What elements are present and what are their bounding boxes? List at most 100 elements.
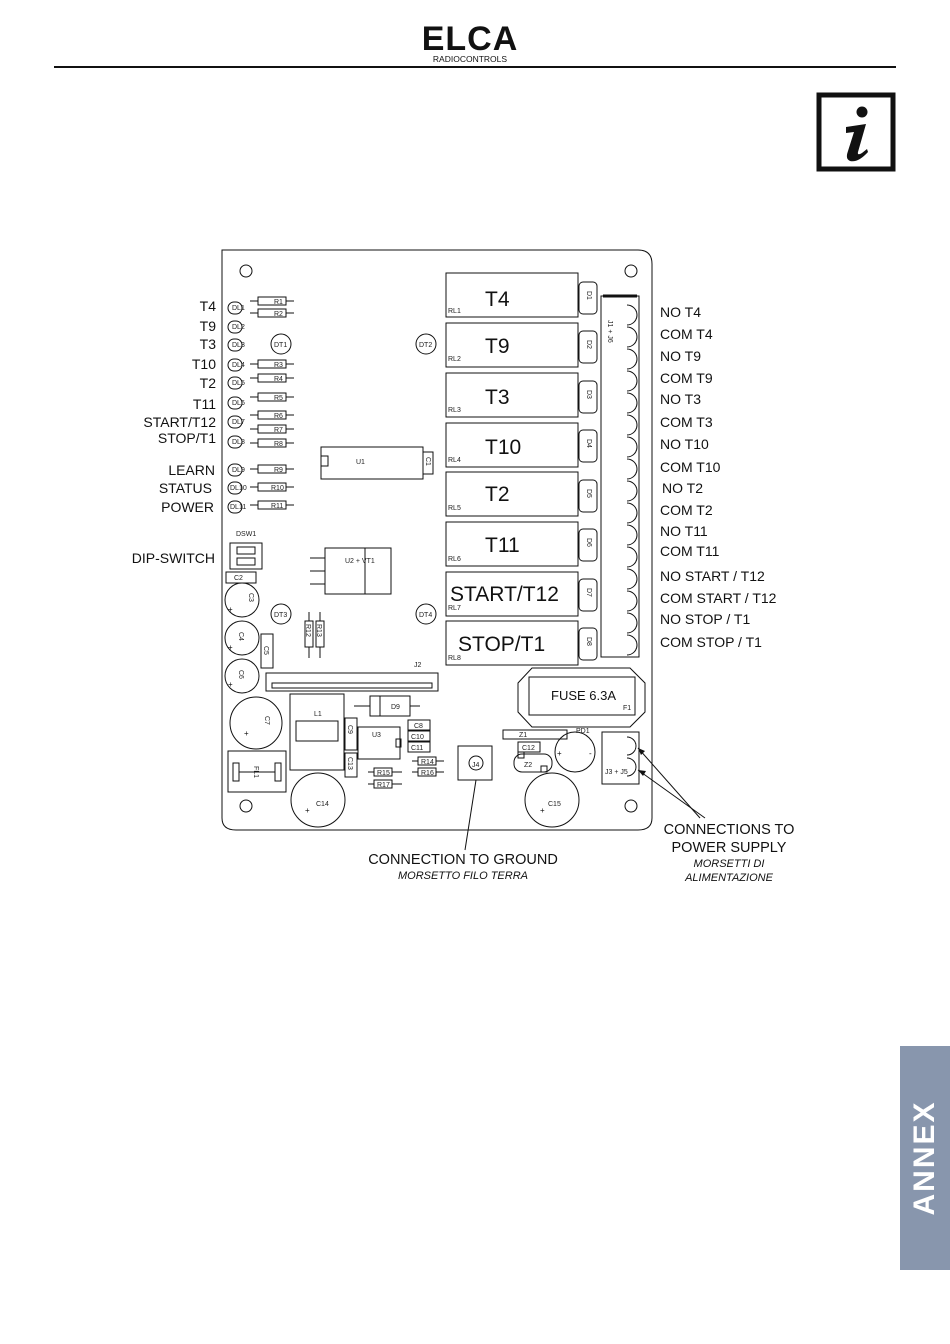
right-label: COM T11	[660, 543, 720, 559]
bridge-pd1: PD1+-	[554, 728, 596, 773]
svg-text:DL7: DL7	[232, 419, 245, 426]
svg-text:R2: R2	[274, 311, 283, 318]
resistor: R3	[250, 359, 294, 369]
resistor: R9	[250, 464, 294, 474]
relay-name: T9	[485, 335, 510, 358]
relay-ref: RL8	[448, 655, 461, 662]
relay-ref: RL2	[448, 356, 461, 363]
relay-bank: T4 RL1 T9 RL2 T3 RL3 T10 RL4 T2 RL5 T11 …	[445, 272, 579, 666]
connector-j2: J2	[265, 662, 439, 692]
power-subtitle-line2: ALIMENTAZIONE	[684, 872, 773, 884]
svg-text:R13: R13	[315, 624, 322, 637]
resistor: R6	[250, 410, 294, 420]
relay: STOP/T1 RL8	[445, 620, 579, 666]
left-label: T10	[192, 356, 216, 372]
svg-text:D9: D9	[391, 704, 400, 711]
svg-text:DT3: DT3	[274, 612, 287, 619]
diode-label: D5	[585, 489, 592, 498]
svg-text:C13: C13	[346, 757, 353, 770]
led-column: DL1 DL2 DL3 DL4 DL5 DL6 DL7 DL8 DL9 DL10…	[227, 301, 247, 514]
capacitor-c15: C15+	[524, 772, 580, 828]
svg-text:+: +	[540, 806, 545, 815]
right-label: NO T3	[660, 391, 701, 407]
svg-text:C2: C2	[234, 575, 243, 582]
svg-text:FL1: FL1	[252, 766, 259, 778]
svg-text:R1: R1	[274, 299, 283, 306]
filter-fl1: FL1	[227, 750, 287, 793]
right-label: COM T10	[660, 459, 721, 475]
power-caption: CONNECTIONS TO POWER SUPPLY MORSETTI DI …	[664, 822, 795, 884]
led: DL10	[227, 481, 247, 495]
svg-text:R15: R15	[377, 770, 390, 777]
relay-ref: RL4	[448, 457, 461, 464]
terminal-block-j1-j6: J1 + J6	[600, 294, 640, 658]
led: DL11	[227, 500, 246, 514]
diode-label: D3	[585, 390, 592, 399]
svg-text:C14: C14	[316, 801, 329, 808]
svg-text:Z1: Z1	[519, 732, 527, 739]
resistor: R11	[250, 500, 294, 510]
ground-title: CONNECTION TO GROUND	[368, 852, 558, 868]
diode-d9: D9	[354, 695, 420, 717]
capacitor-c4: C4 +	[224, 620, 260, 656]
svg-text:DL9: DL9	[232, 467, 245, 474]
left-label: T9	[200, 318, 217, 334]
svg-text:DT2: DT2	[419, 342, 432, 349]
svg-text:DL1: DL1	[232, 305, 245, 312]
mounting-hole	[239, 799, 253, 813]
led: DL9	[227, 463, 245, 477]
svg-text:-: -	[589, 749, 592, 758]
resistor-r14: R14	[412, 756, 444, 766]
svg-text:C5: C5	[262, 646, 269, 655]
resistor-r12-r13: R12 R13	[304, 612, 325, 658]
resistor: R2	[250, 308, 294, 318]
right-label: COM T4	[660, 326, 713, 342]
right-label: COM T9	[660, 370, 713, 386]
svg-text:C4: C4	[237, 632, 244, 641]
svg-text:F1: F1	[623, 705, 631, 712]
ground-leader-line	[464, 779, 477, 851]
led: DL3	[227, 338, 245, 352]
svg-text:+: +	[557, 749, 562, 758]
left-label: DIP-SWITCH	[132, 550, 215, 566]
svg-text:DT1: DT1	[274, 342, 287, 349]
power-title-line2: POWER SUPPLY	[672, 840, 787, 856]
relay-name: START/T12	[450, 583, 559, 606]
relay-name: T2	[485, 483, 510, 506]
info-icon	[816, 92, 896, 172]
svg-text:+: +	[228, 680, 233, 689]
relay-ref: RL3	[448, 407, 461, 414]
svg-text:R12: R12	[304, 624, 311, 637]
right-label: COM T2	[660, 502, 713, 518]
mounting-hole	[624, 799, 638, 813]
relay-diodes: D1 D2 D3 D4 D5 D6 D7 D8	[578, 281, 598, 661]
resistor: R1	[250, 296, 294, 306]
svg-text:U3: U3	[372, 732, 381, 739]
inductor-l1: L1	[289, 693, 345, 771]
svg-text:+: +	[228, 643, 233, 652]
right-label: NO T10	[660, 436, 709, 452]
brand-name: ELCA	[422, 20, 519, 58]
mounting-hole	[239, 264, 253, 278]
svg-text:R4: R4	[274, 376, 283, 383]
left-label: LEARN	[168, 462, 215, 478]
svg-text:C3: C3	[247, 593, 254, 602]
svg-text:R11: R11	[271, 503, 283, 510]
relay: T2 RL5	[445, 471, 579, 517]
svg-text:R9: R9	[274, 467, 283, 474]
led: DL5	[227, 376, 245, 390]
zener-z1: Z1	[502, 729, 568, 740]
svg-text:J2: J2	[414, 662, 422, 669]
svg-text:C7: C7	[263, 716, 270, 725]
dip-switch: DSW1	[229, 531, 263, 570]
fuse-f1: FUSE 6.3A F1	[517, 667, 646, 728]
diode-label: D1	[585, 291, 592, 300]
resistor: R7	[250, 424, 294, 434]
left-label: START/T12	[143, 414, 216, 430]
svg-text:U1: U1	[356, 459, 365, 466]
svg-text:J4: J4	[472, 762, 480, 769]
svg-text:L1: L1	[314, 711, 322, 718]
svg-text:C8: C8	[414, 723, 423, 730]
resistor: R8	[250, 438, 294, 448]
